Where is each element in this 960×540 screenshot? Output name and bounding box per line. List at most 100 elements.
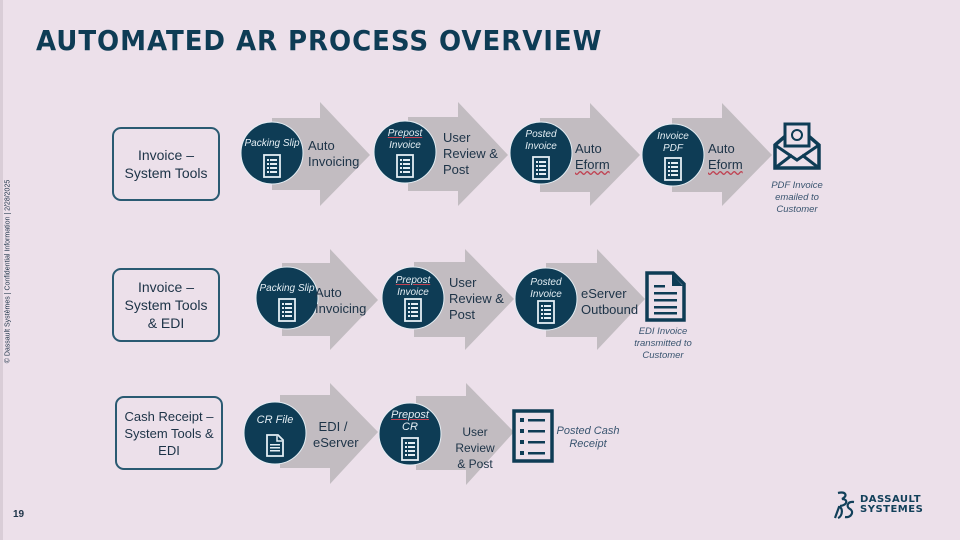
row-label-line: System Tools & — [124, 425, 214, 441]
action-line: eServer — [581, 286, 627, 301]
output-line: transmitted to — [634, 338, 692, 349]
circle-label-line: Posted — [525, 129, 557, 140]
action-line: User — [449, 275, 477, 290]
arrow-r1-s3 — [540, 103, 640, 206]
circle-r2-s2 — [381, 266, 445, 330]
circle-label-line: Prepost — [387, 128, 423, 139]
circle-label-line: Invoice — [397, 287, 429, 298]
action-line: Invoicing — [308, 154, 360, 169]
row-label-line: System Tools — [124, 297, 208, 313]
circle-label-packing-slip: Packing Slip — [242, 138, 302, 150]
circle-r1-s2 — [373, 120, 437, 184]
action-line: Eform — [708, 157, 743, 172]
action-line: & Post — [457, 457, 493, 471]
output-line: Receipt — [569, 438, 607, 450]
circle-r3-s1 — [243, 401, 307, 465]
circle-r1-s1 — [240, 121, 304, 185]
action-edi-eserver: EDI /eServer — [313, 419, 359, 451]
circle-label-line: CR File — [256, 414, 294, 426]
circle-label-packing-slip-2: Packing Slip — [257, 283, 317, 295]
text-document-icon — [645, 271, 686, 322]
action-line: eServer — [313, 435, 359, 450]
logo-line1: DASSAULT — [860, 494, 922, 505]
row-label-line: EDI — [158, 442, 180, 458]
action-line: Post — [443, 162, 470, 177]
action-line: Review & — [443, 146, 498, 161]
file-icon — [266, 434, 284, 457]
slide-left-edge — [0, 0, 3, 540]
row-label-line: System Tools — [124, 165, 208, 181]
row-label-invoice-system-tools-edi: Invoice – System Tools & EDI — [112, 268, 220, 342]
output-line: EDI Invoice — [638, 326, 688, 337]
slide-title: AUTOMATED AR PROCESS OVERVIEW — [36, 24, 603, 57]
circle-r2-s3 — [514, 267, 578, 331]
output-line: Customer — [776, 204, 818, 215]
circle-r1-s4 — [641, 123, 705, 187]
circle-r3-s2 — [378, 402, 442, 466]
output-line: PDF Invoice — [771, 180, 823, 191]
action-line: Invoicing — [315, 301, 367, 316]
action-line: Post — [449, 307, 476, 322]
row-label-line: & EDI — [147, 315, 185, 331]
row-label-line: Invoice – — [137, 279, 195, 295]
circle-label-line: Invoice — [530, 289, 562, 300]
arrow-r1-s4 — [672, 103, 772, 206]
circle-label-line: CR — [402, 421, 418, 433]
action-line: Auto — [308, 138, 335, 153]
action-line: User Review — [455, 425, 495, 455]
circle-label-line: Invoice — [657, 131, 689, 142]
output-line: Posted Cash — [556, 425, 620, 437]
action-line: Auto — [708, 141, 735, 156]
row-label-line: Cash Receipt – — [124, 408, 214, 424]
arrow-r2-s3 — [546, 249, 645, 350]
arrow-r3-s2 — [416, 383, 514, 485]
action-line: Eform — [575, 157, 610, 172]
arrow-r1-s1 — [272, 102, 370, 206]
checklist-icon — [512, 409, 554, 463]
circle-label-line: Prepost — [395, 275, 431, 286]
output-line: Customer — [642, 350, 684, 361]
circle-r1-s3 — [509, 121, 573, 185]
arrow-r3-s1 — [280, 383, 378, 484]
email-envelope-icon — [773, 122, 821, 170]
page-number: 19 — [13, 509, 25, 520]
action-line: Outbound — [581, 302, 639, 317]
circle-r2-s1 — [255, 266, 319, 330]
circle-label-line: Prepost — [391, 409, 429, 421]
output-line: emailed to — [775, 192, 819, 203]
row-label-line: Invoice – — [137, 147, 195, 163]
circle-label-line: Invoice — [525, 141, 557, 152]
row-label-invoice-system-tools: Invoice – System Tools — [112, 127, 220, 201]
dassault-logo: DASSAULT SYSTEMES — [832, 490, 923, 520]
circle-label-line: Packing Slip — [259, 283, 315, 294]
3ds-logo-icon — [833, 491, 855, 520]
action-line: Auto — [575, 141, 602, 156]
logo-line2: SYSTEMES — [860, 504, 924, 515]
action-line: Review & — [449, 291, 504, 306]
action-line: User — [443, 130, 471, 145]
action-line: Auto — [315, 285, 342, 300]
circle-label-line: PDF — [663, 143, 683, 154]
circle-label-cr-file: CR File — [245, 414, 305, 426]
circle-label-line: Invoice — [389, 140, 421, 151]
row-label-cash-receipt: Cash Receipt –System Tools &EDI — [115, 396, 223, 470]
arrow-r2-s2 — [414, 249, 514, 350]
action-line: EDI / — [318, 419, 348, 434]
